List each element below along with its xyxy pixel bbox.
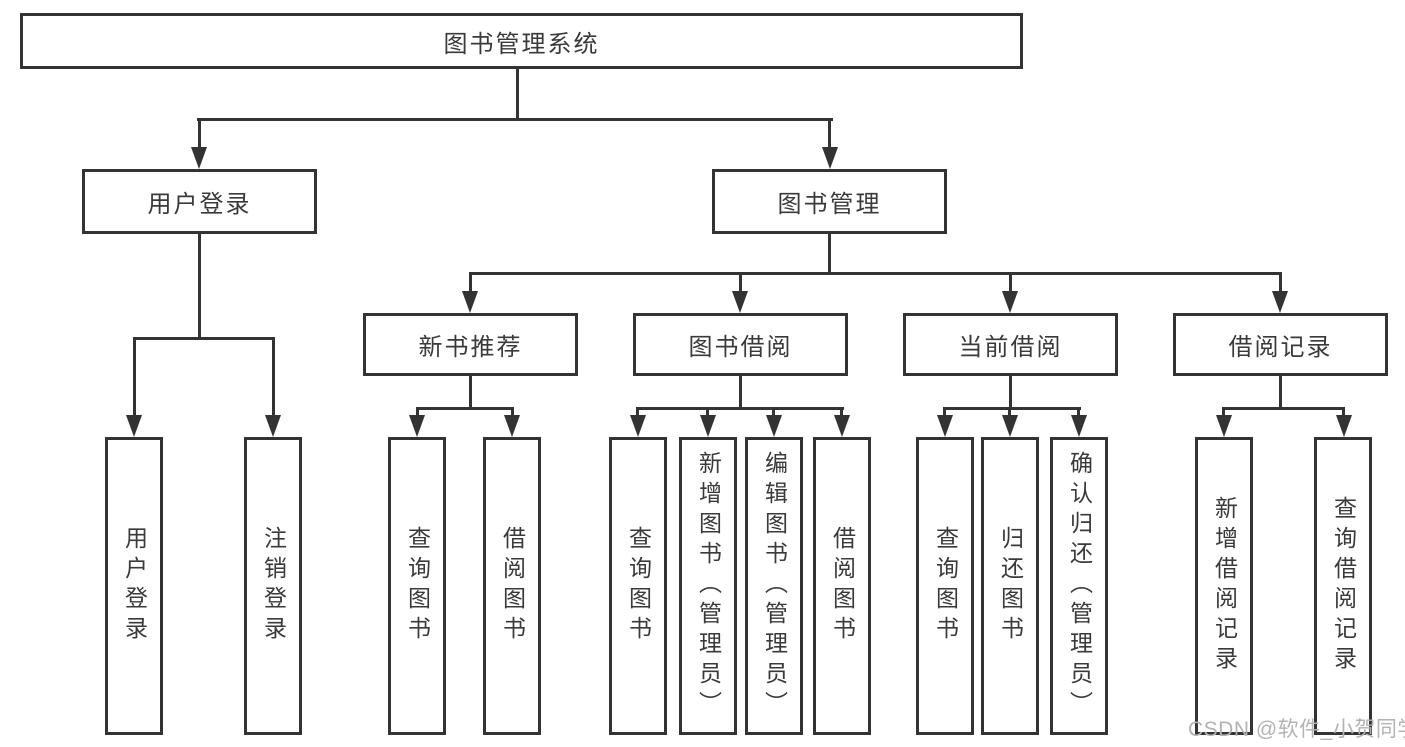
node-label: 查询图书 bbox=[625, 526, 652, 646]
arrowhead-down-icon bbox=[462, 291, 478, 313]
node-label: 图书管理系统 bbox=[443, 30, 600, 58]
node-label: 确认归还（管理员） bbox=[1066, 451, 1093, 721]
connector-root-feed bbox=[516, 69, 519, 121]
leaf-return-books: 归还图书 bbox=[981, 437, 1039, 735]
node-label: 查询图书 bbox=[404, 526, 431, 646]
arrowhead-down-icon bbox=[1002, 291, 1018, 313]
node-label: 图书管理 bbox=[777, 191, 882, 218]
arrowhead-down-icon bbox=[1002, 415, 1018, 437]
connector-record-rail bbox=[1222, 407, 1345, 410]
arrowhead-down-icon bbox=[504, 415, 520, 437]
connector-level3-rail bbox=[469, 272, 1282, 275]
connector-drop-leaf bbox=[772, 407, 775, 419]
leaf-query-books-borrow: 查询图书 bbox=[609, 437, 667, 735]
connector-drop-leaf bbox=[840, 407, 843, 419]
connector-drop-leaf bbox=[1008, 407, 1011, 419]
connector-drop-recommend bbox=[469, 272, 472, 294]
arrowhead-down-icon bbox=[700, 415, 716, 437]
node-current-borrowing: 当前借阅 bbox=[903, 313, 1118, 376]
node-user-login: 用户登录 bbox=[82, 169, 317, 234]
arrowhead-down-icon bbox=[1272, 291, 1288, 313]
node-borrowing-records: 借阅记录 bbox=[1173, 313, 1388, 376]
node-label: 借阅图书 bbox=[499, 526, 526, 646]
leaf-borrow-books-recommend: 借阅图书 bbox=[483, 437, 541, 735]
node-new-book-recommend: 新书推荐 bbox=[363, 313, 578, 376]
arrowhead-down-icon bbox=[937, 415, 953, 437]
node-label: 借阅图书 bbox=[829, 526, 856, 646]
arrowhead-down-icon bbox=[766, 415, 782, 437]
node-label: 新增借阅记录 bbox=[1211, 496, 1238, 676]
node-label: 查询借阅记录 bbox=[1330, 496, 1357, 676]
leaf-confirm-return-admin: 确认归还（管理员） bbox=[1050, 437, 1108, 735]
connector-level2-rail bbox=[197, 118, 833, 121]
csdn-watermark: CSDN @软件_小贺同学 bbox=[1188, 718, 1405, 741]
node-label: 注销登录 bbox=[260, 526, 287, 646]
leaf-borrow-books: 借阅图书 bbox=[813, 437, 871, 735]
connector-login-feed bbox=[198, 234, 201, 340]
arrowhead-down-icon bbox=[1071, 415, 1087, 437]
node-book-borrowing: 图书借阅 bbox=[633, 313, 848, 376]
arrowhead-down-icon bbox=[822, 147, 838, 169]
connector-drop-leaf bbox=[272, 337, 275, 419]
node-label: 查询图书 bbox=[932, 526, 959, 646]
connector-current-rail bbox=[943, 407, 1081, 410]
connector-record-feed bbox=[1279, 376, 1282, 410]
leaf-query-books-current: 查询图书 bbox=[916, 437, 974, 735]
connector-borrow-rail bbox=[636, 407, 844, 410]
arrowhead-down-icon bbox=[1336, 415, 1352, 437]
arrowhead-down-icon bbox=[834, 415, 850, 437]
arrowhead-down-icon bbox=[630, 415, 646, 437]
node-label: 用户登录 bbox=[121, 526, 148, 646]
leaf-query-books-recommend: 查询图书 bbox=[388, 437, 446, 735]
connector-drop-leaf bbox=[943, 407, 946, 419]
connector-recommend-rail bbox=[416, 407, 514, 410]
node-library-management-system: 图书管理系统 bbox=[20, 13, 1023, 69]
connector-drop-leaf bbox=[706, 407, 709, 419]
node-book-management: 图书管理 bbox=[712, 169, 947, 234]
arrowhead-down-icon bbox=[1216, 415, 1232, 437]
leaf-add-borrow-record: 新增借阅记录 bbox=[1195, 437, 1253, 735]
connector-drop-leaf bbox=[1222, 407, 1225, 419]
node-label: 新书推荐 bbox=[418, 334, 523, 361]
connector-drop-book-management bbox=[828, 118, 831, 150]
arrowhead-down-icon bbox=[409, 415, 425, 437]
connector-drop-record bbox=[1279, 272, 1282, 294]
leaf-logout: 注销登录 bbox=[244, 437, 302, 735]
connector-management-feed bbox=[828, 234, 831, 275]
arrowhead-down-icon bbox=[191, 147, 207, 169]
connector-drop-leaf bbox=[416, 407, 419, 419]
node-label: 图书借阅 bbox=[688, 334, 793, 361]
connector-borrow-feed bbox=[739, 376, 742, 410]
connector-drop-leaf bbox=[133, 337, 136, 419]
connector-login-rail bbox=[133, 337, 275, 340]
connector-recommend-feed bbox=[469, 376, 472, 410]
node-label: 归还图书 bbox=[997, 526, 1024, 646]
node-label: 新增图书（管理员） bbox=[695, 451, 722, 721]
arrowhead-down-icon bbox=[265, 415, 281, 437]
connector-drop-current bbox=[1009, 272, 1012, 294]
leaf-query-borrow-record: 查询借阅记录 bbox=[1314, 437, 1372, 735]
connector-current-feed bbox=[1009, 376, 1012, 410]
node-label: 用户登录 bbox=[147, 191, 252, 218]
node-label: 当前借阅 bbox=[958, 334, 1063, 361]
connector-drop-leaf bbox=[636, 407, 639, 419]
arrowhead-down-icon bbox=[126, 415, 142, 437]
connector-drop-borrow bbox=[739, 272, 742, 294]
node-label: 编辑图书（管理员） bbox=[761, 451, 788, 721]
node-label: 借阅记录 bbox=[1228, 334, 1333, 361]
connector-drop-leaf bbox=[1077, 407, 1080, 419]
connector-drop-leaf bbox=[511, 407, 514, 419]
leaf-edit-books-admin: 编辑图书（管理员） bbox=[745, 437, 803, 735]
leaf-add-books-admin: 新增图书（管理员） bbox=[679, 437, 737, 735]
connector-drop-leaf bbox=[1342, 407, 1345, 419]
arrowhead-down-icon bbox=[732, 291, 748, 313]
connector-drop-user-login bbox=[198, 118, 201, 150]
leaf-user-login: 用户登录 bbox=[105, 437, 163, 735]
